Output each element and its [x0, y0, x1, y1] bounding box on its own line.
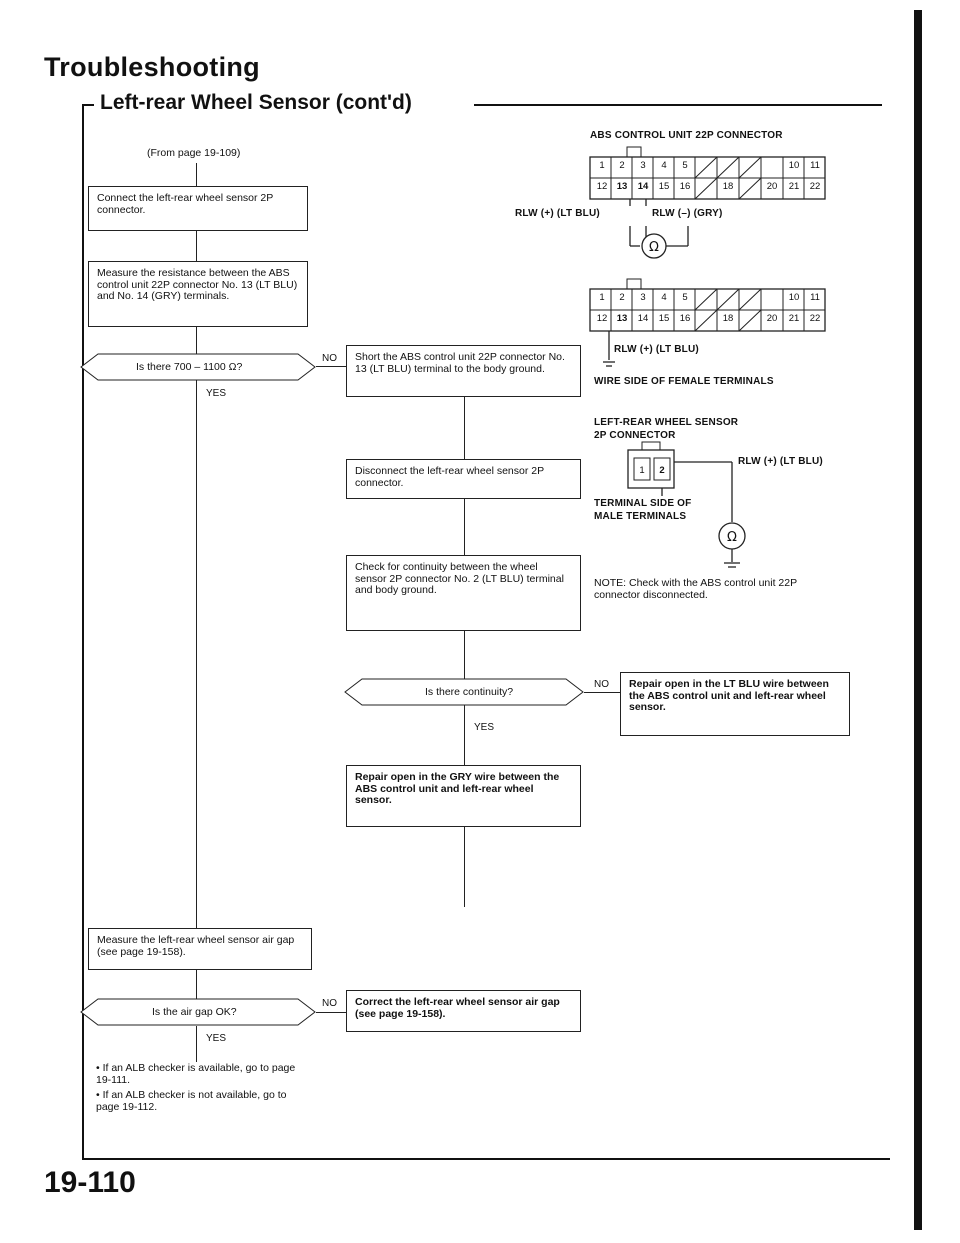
rlw-plus-label-3: RLW (+) (LT BLU): [738, 456, 823, 467]
bottom-frame-line: [82, 1158, 890, 1160]
abs-pin-1: 1: [599, 160, 605, 171]
abs2-pin-15: 15: [658, 313, 670, 324]
abs2-pin-14: 14: [637, 313, 649, 324]
abs-pin-12: 12: [596, 181, 608, 192]
abs-pin-13: 13: [616, 181, 628, 192]
yes-connector-3: [196, 1026, 198, 1062]
airgap-box: Measure the left-rear wheel sensor air g…: [88, 928, 312, 970]
decision-airgap: [80, 998, 316, 1026]
no-label-1: NO: [322, 353, 337, 364]
sensor-title-1: LEFT-REAR WHEEL SENSOR: [594, 417, 739, 428]
abs2-pin-10: 10: [788, 292, 800, 303]
left-frame-line: [82, 104, 84, 1159]
abs-pin-15: 15: [658, 181, 670, 192]
abs-pin-22: 22: [809, 181, 821, 192]
final-instruction-2: • If an ALB checker is not available, go…: [96, 1089, 287, 1113]
no-label-2: NO: [594, 679, 609, 690]
abs-pin-16: 16: [679, 181, 691, 192]
decision-continuity-text: Is there continuity?: [425, 686, 514, 698]
abs2-pin-18: 18: [722, 313, 734, 324]
abs2-pin-2: 2: [619, 292, 625, 303]
decision-continuity: [344, 678, 584, 706]
abs-connector-top: [589, 146, 826, 206]
right-flow-connector: [464, 397, 466, 907]
no-connector-3: [316, 1012, 346, 1014]
abs2-pin-20: 20: [766, 313, 778, 324]
sensor-title-2: 2P CONNECTOR: [594, 430, 676, 441]
abs-pin-3: 3: [640, 160, 646, 171]
abs-connector-bottom: [589, 278, 826, 360]
subtitle-bracket: [82, 104, 94, 106]
decision-airgap-text: Is the air gap OK?: [152, 1006, 237, 1018]
abs2-pin-12: 12: [596, 313, 608, 324]
sensor-connector: Ω: [627, 441, 746, 568]
abs2-pin-3: 3: [640, 292, 646, 303]
abs2-pin-11: 11: [810, 292, 820, 303]
rlw-minus-label: RLW (–) (GRY): [652, 208, 723, 219]
yes-label-2: YES: [474, 722, 495, 733]
correct-airgap-box: Correct the left-rear wheel sensor air g…: [346, 990, 581, 1032]
disconnect-box: Disconnect the left-rear wheel sensor 2P…: [346, 459, 581, 499]
ohmmeter-icon: Ω: [629, 226, 689, 259]
decision-resistance-text: Is there 700 – 1100 Ω?: [136, 361, 243, 373]
abs-pin-10: 10: [788, 160, 800, 171]
yes-label-1: YES: [206, 388, 227, 399]
abs-pin-4: 4: [661, 160, 667, 171]
decision-resistance: [80, 353, 316, 381]
abs-pin-21: 21: [788, 181, 800, 192]
repair-gry-box: Repair open in the GRY wire between the …: [346, 765, 581, 827]
abs2-pin-16: 16: [679, 313, 691, 324]
abs2-pin-1: 1: [599, 292, 605, 303]
yes-label-3: YES: [206, 1033, 227, 1044]
flow-connector: [196, 163, 198, 1018]
short-box: Short the ABS control unit 22P connector…: [346, 345, 581, 397]
repair-ltblu-box: Repair open in the LT BLU wire between t…: [620, 672, 850, 736]
terminal-side-label-2: MALE TERMINALS: [594, 511, 687, 522]
abs-pin-5: 5: [682, 160, 688, 171]
section-subtitle: Left-rear Wheel Sensor (cont'd): [100, 91, 412, 114]
check-continuity-box: Check for continuity between the wheel s…: [346, 555, 581, 631]
abs-pin-18: 18: [722, 181, 734, 192]
abs2-pin-21: 21: [788, 313, 800, 324]
page-title: Troubleshooting: [44, 52, 260, 82]
sensor-pin-1: 1: [639, 465, 645, 476]
rlw-plus-label: RLW (+) (LT BLU): [515, 208, 600, 219]
step-connect-box: Connect the left-rear wheel sensor 2P co…: [88, 186, 308, 231]
abs-pin-2: 2: [619, 160, 625, 171]
right-edge-bar: [914, 10, 922, 1230]
rlw-plus-label-2: RLW (+) (LT BLU): [614, 344, 699, 355]
note-text: NOTE: Check with the ABS control unit 22…: [594, 577, 797, 601]
no-label-3: NO: [322, 998, 337, 1009]
from-page-label: (From page 19-109): [147, 147, 241, 159]
abs-connector-title: ABS CONTROL UNIT 22P CONNECTOR: [590, 130, 783, 141]
abs2-pin-13: 13: [616, 313, 628, 324]
final-instruction-1: • If an ALB checker is available, go to …: [96, 1062, 296, 1086]
abs2-pin-22: 22: [809, 313, 821, 324]
abs-pin-11: 11: [810, 160, 820, 171]
wire-side-label: WIRE SIDE OF FEMALE TERMINALS: [594, 376, 774, 387]
ground-icon-1: [603, 361, 615, 367]
subtitle-rule: [474, 104, 882, 106]
abs2-pin-4: 4: [661, 292, 667, 303]
terminal-side-label-1: TERMINAL SIDE OF: [594, 498, 692, 509]
abs-pin-14: 14: [637, 181, 649, 192]
svg-text:Ω: Ω: [727, 530, 737, 545]
abs2-pin-5: 5: [682, 292, 688, 303]
sensor-pin-2: 2: [659, 465, 665, 476]
no-connector-1: [316, 366, 346, 368]
step-measure-box: Measure the resistance between the ABS c…: [88, 261, 308, 327]
abs-pin-20: 20: [766, 181, 778, 192]
svg-text:Ω: Ω: [649, 240, 659, 255]
page-number: 19-110: [44, 1166, 136, 1199]
no-connector-2: [584, 692, 620, 694]
